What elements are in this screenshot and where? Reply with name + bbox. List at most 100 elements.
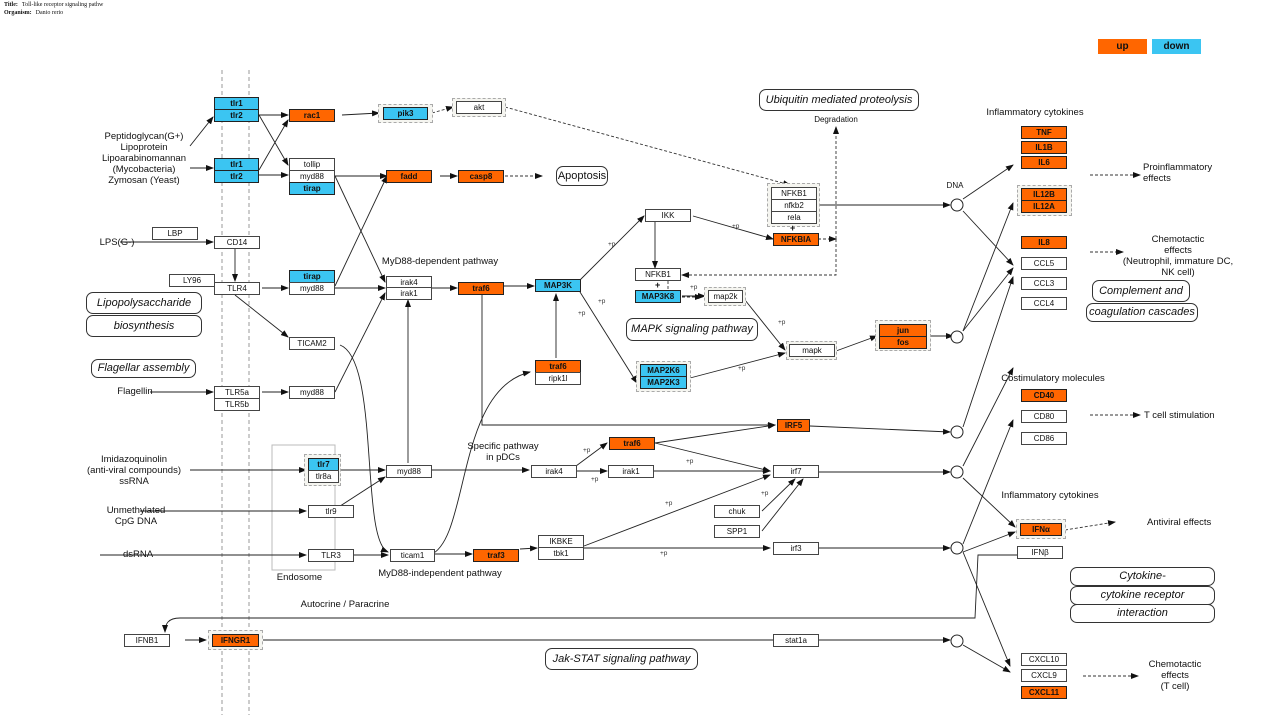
pathway-complement[interactable]: Complement and <box>1092 280 1190 302</box>
complex-plus: + <box>655 280 661 290</box>
gene-ifnb1[interactable]: IFNB1 <box>124 634 170 647</box>
gene-ikk[interactable]: IKK <box>645 209 691 222</box>
gene-cxcl11[interactable]: CXCL11 <box>1021 686 1067 699</box>
gene-chuk[interactable]: chuk <box>714 505 760 518</box>
autocrine-label: Autocrine / Paracrine <box>300 599 390 610</box>
gene-ifna[interactable]: IFNα <box>1020 523 1062 536</box>
pathway-cytokine-receptor[interactable]: cytokine receptor <box>1070 586 1215 605</box>
ligand-lps: LPS(G-) <box>99 237 135 248</box>
gene-spp1[interactable]: SPP1 <box>714 525 760 538</box>
dashed-edges <box>431 106 1141 679</box>
myd88-dependent-label: MyD88-dependent pathway <box>381 256 499 267</box>
gene-il8[interactable]: IL8 <box>1021 236 1067 249</box>
gene-il6[interactable]: IL6 <box>1021 156 1067 169</box>
gene-cd14[interactable]: CD14 <box>214 236 260 249</box>
complex-plus: + <box>790 223 796 233</box>
gene-irf5[interactable]: IRF5 <box>777 419 810 432</box>
label-line: effects <box>1143 173 1171 184</box>
gene-ripk1l[interactable]: ripk1l <box>535 372 581 385</box>
gene-ccl5[interactable]: CCL5 <box>1021 257 1067 270</box>
gene-ccl3[interactable]: CCL3 <box>1021 277 1067 290</box>
gene-stat1a[interactable]: stat1a <box>773 634 819 647</box>
inflammatory-cytokines-label: Inflammatory cytokines <box>986 107 1084 118</box>
gene-ifngr1[interactable]: IFNGR1 <box>212 634 259 647</box>
gene-traf3[interactable]: traf3 <box>473 549 519 562</box>
gene-tlr8a[interactable]: tlr8a <box>308 470 339 483</box>
ligand-flagellin: Flagellin <box>117 386 153 397</box>
pathway-lps-biosynthesis[interactable]: Lipopolysaccharide <box>86 292 202 314</box>
gene-irak1[interactable]: irak1 <box>608 465 654 478</box>
dna-node <box>950 634 964 648</box>
gene-cd80[interactable]: CD80 <box>1021 410 1067 423</box>
gene-rac1[interactable]: rac1 <box>289 109 335 122</box>
phospho-label: +p <box>598 298 606 305</box>
phospho-label: +p <box>578 310 586 317</box>
gene-myd88[interactable]: myd88 <box>289 282 335 295</box>
gene-cd40[interactable]: CD40 <box>1021 389 1067 402</box>
gene-casp8[interactable]: casp8 <box>458 170 504 183</box>
pathway-jak-stat[interactable]: Jak-STAT signaling pathway <box>545 648 698 670</box>
gene-tlr4[interactable]: TLR4 <box>214 282 260 295</box>
gene-il12a[interactable]: IL12A <box>1021 200 1067 213</box>
costimulatory-label: Costimulatory molecules <box>1001 373 1105 384</box>
degradation-label: Degradation <box>814 115 858 124</box>
gene-map3k[interactable]: MAP3K <box>535 279 581 292</box>
gene-il1b[interactable]: IL1B <box>1021 141 1067 154</box>
gene-irf7[interactable]: irf7 <box>773 465 819 478</box>
gene-nfkb1[interactable]: NFKB1 <box>635 268 681 281</box>
gene-cxcl9[interactable]: CXCL9 <box>1021 669 1067 682</box>
gene-traf6[interactable]: traf6 <box>609 437 655 450</box>
gene-fos[interactable]: fos <box>879 336 927 349</box>
label-line: (T cell) <box>1160 681 1190 692</box>
gene-ccl4[interactable]: CCL4 <box>1021 297 1067 310</box>
gene-tlr1[interactable]: tlr1 <box>214 97 259 110</box>
gene-cd86[interactable]: CD86 <box>1021 432 1067 445</box>
gene-tlr9[interactable]: tlr9 <box>308 505 354 518</box>
pathway-cytokine-receptor[interactable]: interaction <box>1070 604 1215 623</box>
gene-map2k3[interactable]: MAP2K3 <box>640 376 687 389</box>
gene-rela[interactable]: rela <box>771 211 817 224</box>
phospho-label: +p <box>665 500 673 507</box>
gene-tlr3[interactable]: TLR3 <box>308 549 354 562</box>
gene-tlr2[interactable]: tlr2 <box>214 109 259 122</box>
gene-irf3[interactable]: irf3 <box>773 542 819 555</box>
gene-ticam1[interactable]: ticam1 <box>390 549 435 562</box>
gene-myd88[interactable]: myd88 <box>289 386 335 399</box>
gene-tirap[interactable]: tirap <box>289 182 335 195</box>
gene-nfkbia[interactable]: NFKBIA <box>773 233 819 246</box>
gene-tlr2[interactable]: tlr2 <box>214 170 259 183</box>
gene-irak1[interactable]: irak1 <box>386 287 432 300</box>
pathway-complement[interactable]: coagulation cascades <box>1086 303 1198 322</box>
gene-fadd[interactable]: fadd <box>386 170 432 183</box>
gene-mapk[interactable]: mapk <box>789 344 835 357</box>
myd88-independent-label: MyD88-independent pathway <box>378 568 502 579</box>
dna-node <box>950 198 964 212</box>
gene-akt[interactable]: akt <box>456 101 502 114</box>
phospho-label: +p <box>660 550 668 557</box>
gene-lbp[interactable]: LBP <box>152 227 198 240</box>
gene-cxcl10[interactable]: CXCL10 <box>1021 653 1067 666</box>
pathway-lps-biosynthesis[interactable]: biosynthesis <box>86 315 202 337</box>
gene-ticam2[interactable]: TICAM2 <box>289 337 335 350</box>
proinflammatory-effects: Proinflammatory effects <box>1143 162 1212 184</box>
gene-pik3[interactable]: pik3 <box>383 107 428 120</box>
pathway-cytokine-receptor[interactable]: Cytokine- <box>1070 567 1215 586</box>
pathway-mapk[interactable]: MAPK signaling pathway <box>626 318 758 341</box>
gene-map3k8[interactable]: MAP3K8 <box>635 290 681 303</box>
gene-tbk1[interactable]: tbk1 <box>538 547 584 560</box>
pathway-ubiquitin[interactable]: Ubiquitin mediated proteolysis <box>759 89 919 111</box>
gene-traf6[interactable]: traf6 <box>458 282 504 295</box>
gene-ly96[interactable]: LY96 <box>169 274 215 287</box>
pathway-apoptosis[interactable]: Apoptosis <box>556 166 608 186</box>
gene-myd88[interactable]: myd88 <box>386 465 432 478</box>
pathway-flagellar-assembly[interactable]: Flagellar assembly <box>91 359 196 378</box>
phospho-label: +p <box>738 365 746 372</box>
gene-map2k[interactable]: map2k <box>708 290 743 303</box>
gene-ifnb[interactable]: IFNβ <box>1017 546 1063 559</box>
gene-tlr5b[interactable]: TLR5b <box>214 398 260 411</box>
gene-tnf[interactable]: TNF <box>1021 126 1067 139</box>
organism-line: Organism:Danio rerio <box>4 10 63 17</box>
phospho-label: +p <box>690 284 698 291</box>
gene-irak4[interactable]: irak4 <box>531 465 577 478</box>
